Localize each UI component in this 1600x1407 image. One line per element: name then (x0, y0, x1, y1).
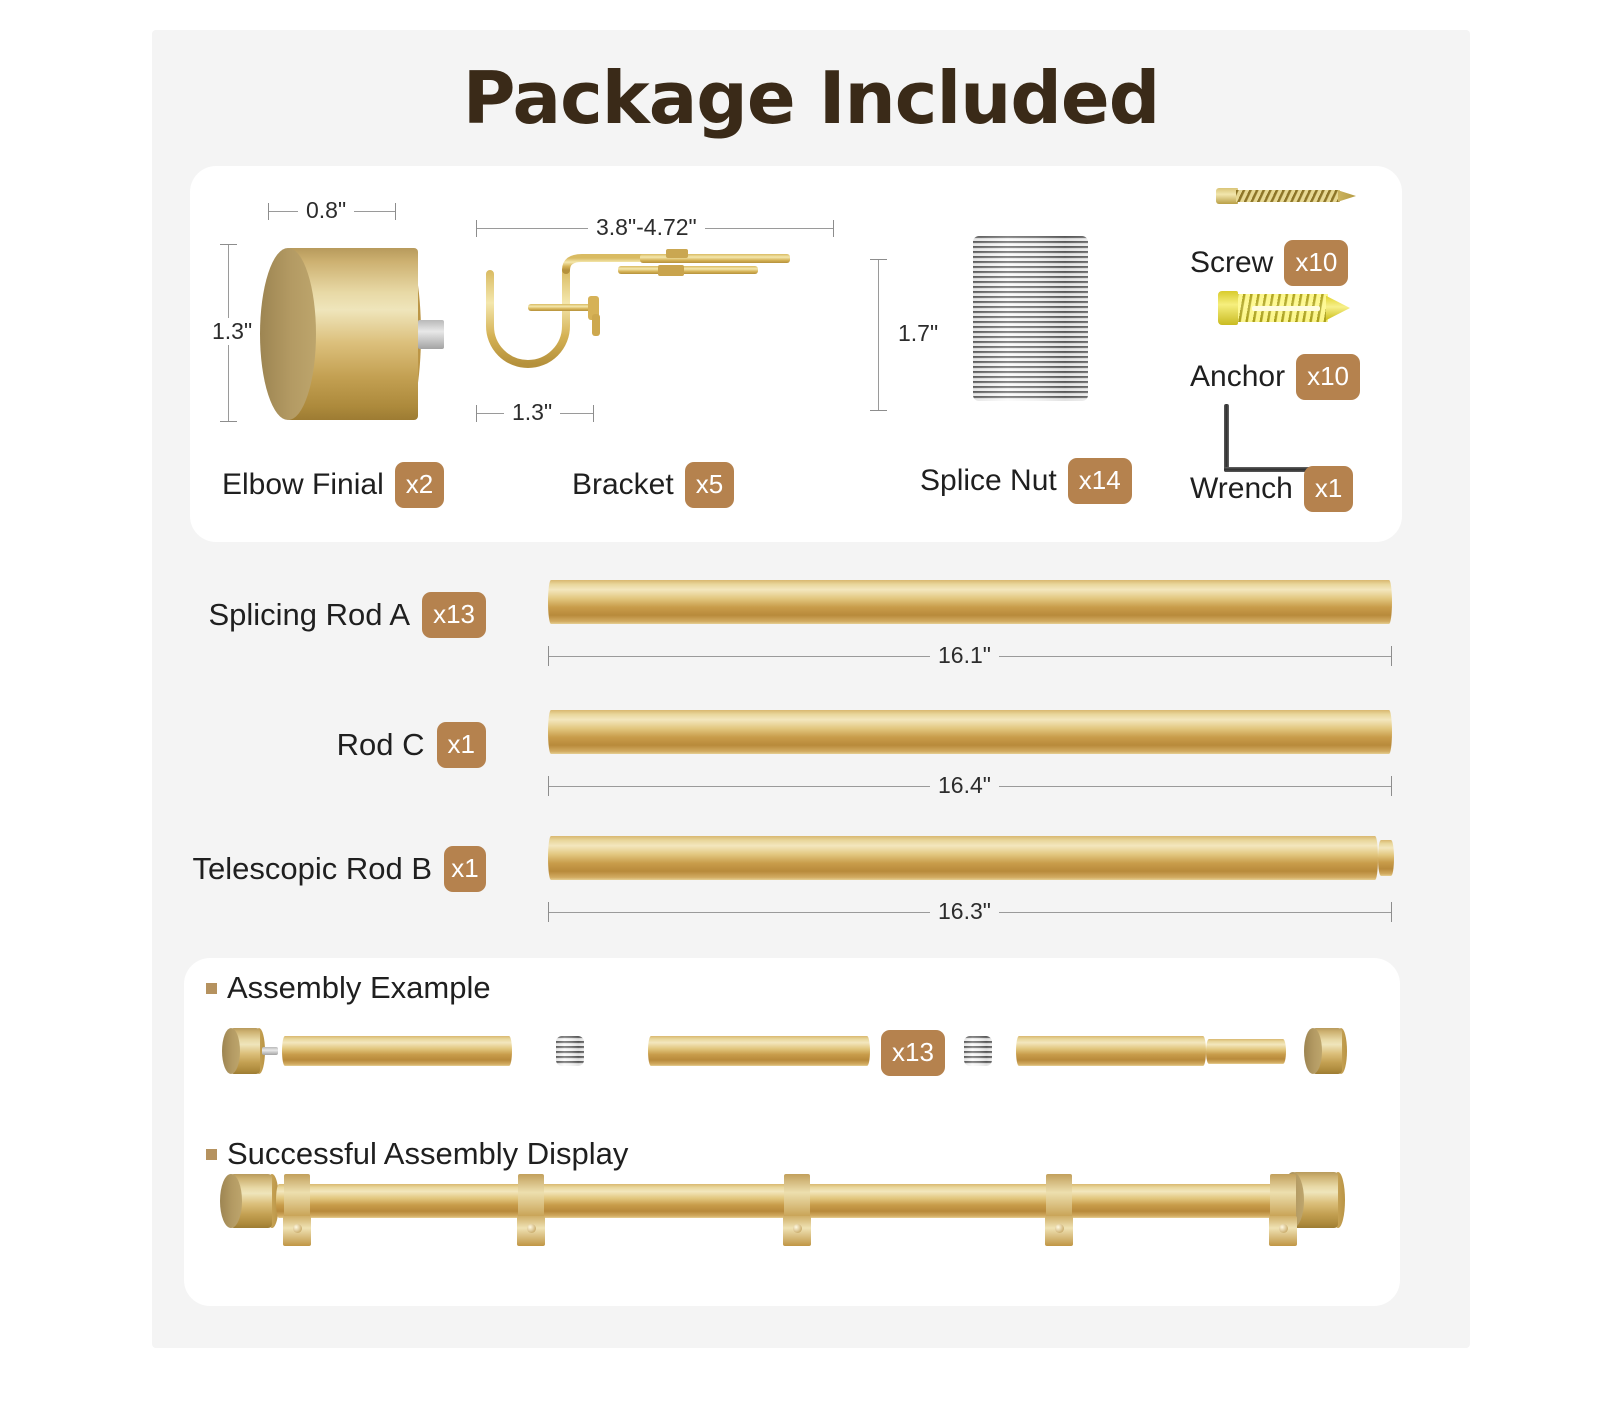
bracket-icon (470, 248, 870, 418)
anchor-icon (1218, 290, 1350, 326)
bracket-drop-tick-top (870, 259, 887, 260)
row-label-splicing-rod-a: Splicing Rod A x13 (196, 592, 486, 638)
bracket-name: Bracket (572, 468, 674, 501)
bracket-part-label: Bracket x5 (572, 462, 735, 508)
wrench-part-label: Wrench x1 (1190, 466, 1354, 512)
telescopic-rod-b-qty-badge: x1 (444, 846, 486, 892)
assembly-rod-segment-2 (648, 1036, 870, 1066)
assembled-bracket-collar-5 (1270, 1174, 1296, 1220)
telescopic-rod-b-inner-segment (1378, 840, 1394, 876)
assembly-example-title: Assembly Example (206, 970, 491, 1006)
bracket-hook-label: 1.3" (504, 399, 561, 426)
finial-height-label: 1.3" (204, 318, 261, 345)
assembled-main-rod (276, 1184, 1288, 1218)
rod-c-length-label: 16.4" (930, 772, 999, 799)
bracket-drop-dim-line (878, 259, 879, 411)
row-label-telescopic-rod-b: Telescopic Rod B x1 (192, 846, 486, 892)
telescopic-rod-b-tick-right (1391, 902, 1392, 922)
parts-card: 0.8" 1.3" Elbow Finial x2 3.8"-4.72" 1.3… (190, 166, 1402, 542)
rod-c-name: Rod C (336, 727, 425, 762)
bullet-square-icon-2 (206, 1148, 217, 1160)
bracket-length-tick-left (476, 220, 477, 237)
splicing-rod-a-qty-badge: x13 (422, 592, 486, 638)
finial-height-tick-bottom (220, 421, 237, 422)
assembled-finial-left (220, 1174, 279, 1228)
finial-height-tick-top (220, 244, 237, 245)
splice-nut-qty-badge: x14 (1067, 458, 1132, 504)
wrench-qty-badge: x1 (1303, 466, 1354, 512)
telescopic-rod-b-name: Telescopic Rod B (192, 851, 432, 886)
bracket-length-label: 3.8"-4.72" (588, 214, 705, 241)
successful-assembly-title-text: Successful Assembly Display (227, 1136, 629, 1171)
splice-nut-icon (973, 236, 1088, 401)
assembly-repeat-badge: x13 (881, 1030, 945, 1076)
finial-width-tick-right (395, 203, 396, 220)
finial-qty-badge: x2 (394, 462, 445, 508)
splicing-rod-a-tick-left (548, 646, 549, 666)
anchor-name: Anchor (1190, 360, 1286, 393)
screw-icon (1216, 183, 1356, 209)
assembled-bracket-screw-3 (793, 1224, 802, 1233)
screw-part-label: Screw x10 (1190, 240, 1349, 286)
assembled-bracket-collar-2 (518, 1174, 544, 1220)
assembly-example-title-text: Assembly Example (227, 970, 491, 1005)
rod-c-image (548, 710, 1392, 754)
telescopic-rod-b-length-label: 16.3" (930, 898, 999, 925)
wrench-name: Wrench (1190, 472, 1293, 505)
assembly-telescopic-outer (1016, 1036, 1206, 1066)
screw-qty-badge: x10 (1284, 240, 1349, 286)
finial-width-label: 0.8" (298, 197, 355, 224)
bracket-drop-label: 1.7" (890, 320, 947, 347)
splice-nut-part-label: Splice Nut x14 (920, 458, 1132, 504)
assembled-bracket-collar-1 (284, 1174, 310, 1220)
page-title: Package Included (462, 56, 1161, 140)
assembled-bracket-screw-5 (1279, 1224, 1288, 1233)
row-label-rod-c: Rod C x1 (196, 722, 486, 768)
finial-drum-icon (260, 248, 444, 420)
splicing-rod-a-image (548, 580, 1392, 624)
splicing-rod-a-name: Splicing Rod A (208, 597, 411, 632)
assembled-bracket-screw-4 (1055, 1224, 1064, 1233)
splicing-rod-a-tick-right (1391, 646, 1392, 666)
bracket-qty-badge: x5 (684, 462, 735, 508)
bracket-length-tick-right (833, 220, 834, 237)
assembled-bracket-collar-3 (784, 1174, 810, 1220)
assembled-bracket-screw-2 (527, 1224, 536, 1233)
bracket-hook-tick-left (476, 405, 477, 422)
telescopic-rod-b-image (548, 836, 1378, 880)
assembly-card: Assembly Example x13 Successful Assembly… (184, 958, 1400, 1306)
assembly-splice-nut-1 (556, 1036, 584, 1066)
assembled-bracket-collar-4 (1046, 1174, 1072, 1220)
assembly-telescopic-inner (1206, 1039, 1286, 1064)
anchor-qty-badge: x10 (1296, 354, 1360, 400)
finial-width-tick-left (268, 203, 269, 220)
bracket-hook-tick-right (593, 405, 594, 422)
rod-c-qty-badge: x1 (436, 722, 486, 768)
assembly-rod-segment-1 (282, 1036, 512, 1066)
successful-assembly-title: Successful Assembly Display (206, 1136, 628, 1172)
assembly-finial-left (222, 1028, 278, 1074)
finial-name: Elbow Finial (222, 468, 384, 501)
bracket-drop-tick-bottom (870, 410, 887, 411)
assembly-splice-nut-2 (964, 1036, 992, 1066)
anchor-part-label: Anchor x10 (1190, 354, 1360, 400)
rod-c-tick-left (548, 776, 549, 796)
telescopic-rod-b-tick-left (548, 902, 549, 922)
splicing-rod-a-length-label: 16.1" (930, 642, 999, 669)
rod-c-tick-right (1391, 776, 1392, 796)
hex-wrench-icon (1224, 404, 1348, 472)
bullet-square-icon (206, 982, 217, 994)
splice-nut-name: Splice Nut (920, 464, 1057, 497)
assembled-bracket-screw-1 (293, 1224, 302, 1233)
assembly-finial-right (1304, 1028, 1347, 1074)
finial-part-label: Elbow Finial x2 (222, 462, 445, 508)
screw-name: Screw (1190, 246, 1274, 279)
